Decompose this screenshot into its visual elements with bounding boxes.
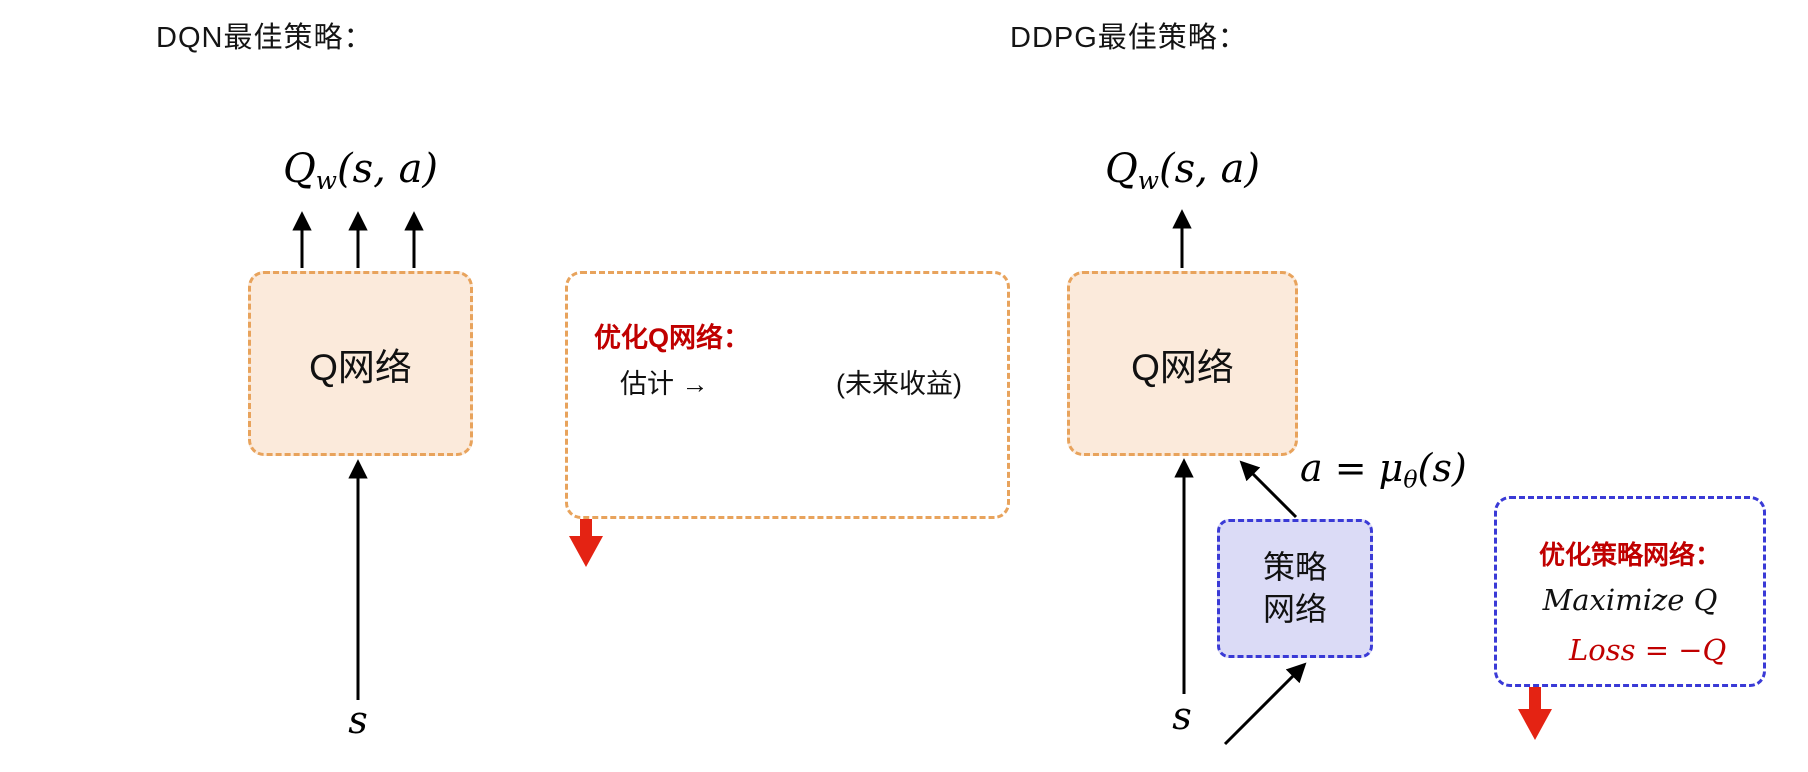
formula-subscript: w <box>1137 165 1159 195</box>
action-formula-rest: (s) <box>1417 446 1467 490</box>
ddpg-policy-network-box: 策略 网络 <box>1217 519 1373 658</box>
maximize-q-label: Maximize Q <box>1542 583 1718 617</box>
loss-label: Loss = −Q <box>1569 633 1727 667</box>
ddpg-action-formula: a = μθ(s) <box>1300 446 1530 494</box>
estimate-label: 估计 → <box>620 369 709 399</box>
optimize-policy-note-title: 优化策略网络： <box>1538 540 1721 570</box>
formula-rest: (s, a) <box>337 146 439 192</box>
formula-base: Q <box>1104 146 1138 192</box>
ddpg-q-network-label: Q网络 <box>1131 346 1234 388</box>
policy-label-line2: 网络 <box>1262 590 1327 627</box>
policy-label-line1: 策略 <box>1262 548 1327 585</box>
formula-subscript: w <box>315 165 337 195</box>
formula-rest: (s, a) <box>1159 146 1261 192</box>
ddpg-q-network-box: Q网络 <box>1067 271 1298 456</box>
ddpg-state-to-policy-arrow <box>1223 662 1307 746</box>
ddpg-policy-to-q-arrow <box>1239 460 1298 519</box>
action-formula-lead: a = μ <box>1300 446 1404 490</box>
dqn-q-network-label: Q网络 <box>309 346 412 388</box>
formula-base: Q <box>282 146 316 192</box>
ddpg-state-label: s <box>1172 694 1192 738</box>
ddpg-title: DDPG最佳策略： <box>1010 22 1248 54</box>
future-return-label: (未来收益) <box>836 369 962 399</box>
optimize-q-note-box: 优化Q网络： 估计 → (未来收益) <box>565 271 1010 519</box>
dqn-state-label: s <box>348 698 368 742</box>
action-formula-subscript: θ <box>1403 465 1418 494</box>
dqn-q-value-formula: Qw(s, a) <box>248 146 473 195</box>
dqn-title: DQN最佳策略： <box>156 22 374 54</box>
dqn-q-network-box: Q网络 <box>248 271 473 456</box>
ddpg-q-value-formula: Qw(s, a) <box>1067 146 1298 195</box>
optimize-q-note-title: 优化Q网络： <box>594 323 751 353</box>
optimize-policy-note-box: 优化策略网络： Maximize Q Loss = −Q <box>1494 496 1766 687</box>
ddpg-policy-network-label: 策略 网络 <box>1263 547 1327 630</box>
